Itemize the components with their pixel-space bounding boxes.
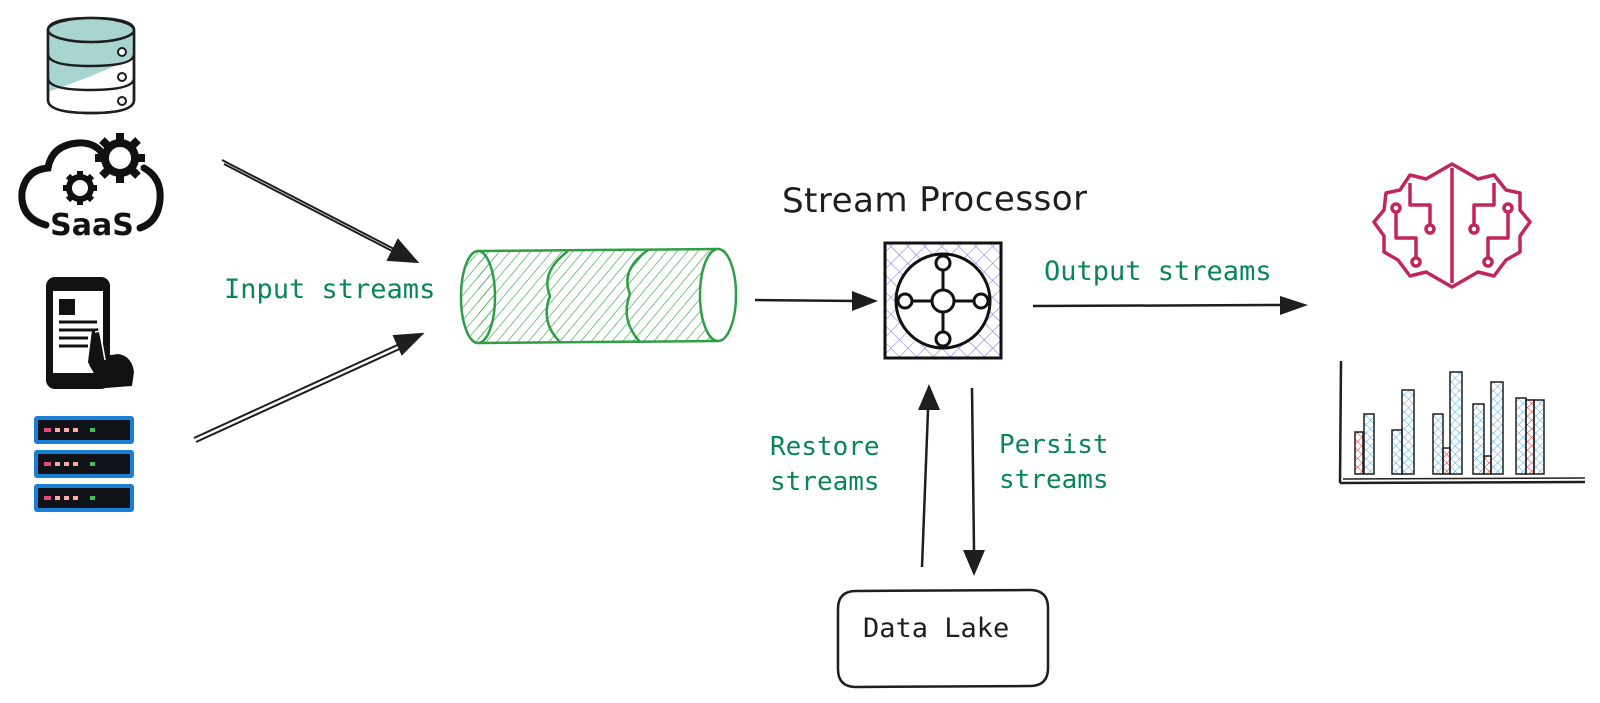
mobile-phone-icon [46, 277, 134, 389]
server-rack-icon [34, 416, 134, 512]
data-lake-box [836, 588, 1050, 689]
restore-streams-line2: streams [770, 467, 880, 497]
bar-chart-icon [1338, 360, 1586, 485]
input-arrow-bottom [193, 332, 425, 443]
restore-streams-line1: Restore [770, 432, 880, 462]
output-streams-label: Output streams [1044, 256, 1272, 287]
ml-brain-icon [1372, 162, 1532, 289]
input-arrow-top [221, 159, 420, 264]
saas-text: SaaS [50, 208, 134, 243]
saas-cloud-icon: SaaS [18, 133, 164, 243]
queue-to-processor-arrow [754, 291, 878, 311]
persist-streams-line2: streams [999, 465, 1109, 495]
database-icon [46, 16, 136, 115]
stream-processor-title: Stream Processor [781, 178, 1088, 222]
persist-streams-label: Persist streams [999, 428, 1109, 498]
restore-streams-label: Restore streams [770, 430, 880, 500]
restore-arrow [918, 384, 940, 568]
stream-queue-cylinder [459, 247, 738, 345]
persist-arrow [963, 387, 985, 576]
persist-streams-line1: Persist [999, 430, 1109, 460]
data-lake-label: Data Lake [863, 613, 1010, 644]
stream-processor-box [883, 241, 1003, 360]
input-streams-label: Input streams [224, 274, 436, 305]
output-arrow [1032, 296, 1308, 315]
